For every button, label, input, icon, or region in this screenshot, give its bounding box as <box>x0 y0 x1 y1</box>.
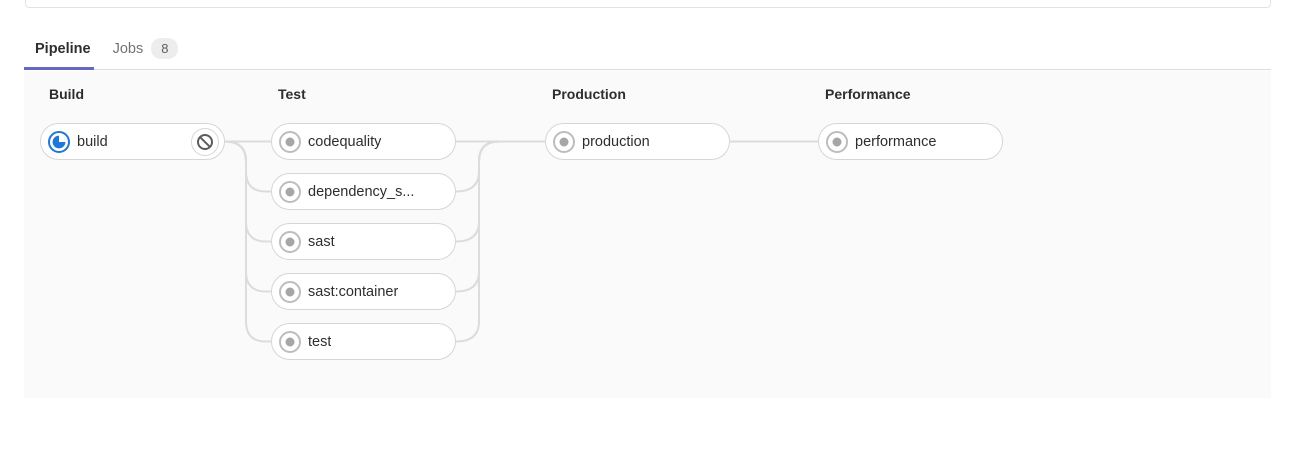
stage-connector-lines <box>224 140 818 343</box>
job-label: build <box>77 133 108 150</box>
job-label: sast:container <box>308 283 399 300</box>
pipeline-info-box-bottom-edge <box>25 0 1271 8</box>
created-icon <box>279 130 301 153</box>
job-label: test <box>308 333 332 350</box>
job-label: sast <box>308 233 335 250</box>
job-label: production <box>582 133 650 150</box>
cancel-icon <box>197 133 213 150</box>
created-icon <box>553 130 575 153</box>
job-build[interactable]: build <box>40 123 225 160</box>
created-icon <box>279 280 301 303</box>
tab-pipeline[interactable]: Pipeline <box>24 28 102 70</box>
job-production[interactable]: production <box>545 123 730 160</box>
tab-jobs[interactable]: Jobs 8 <box>102 28 190 69</box>
job-codequality[interactable]: codequality <box>271 123 456 160</box>
created-icon <box>279 180 301 203</box>
created-icon <box>826 130 848 153</box>
tab-pipeline-label: Pipeline <box>35 40 91 57</box>
job-label: performance <box>855 133 937 150</box>
stage-title-build: Build <box>49 86 84 102</box>
stage-title-performance: Performance <box>825 86 911 102</box>
job-sast-container[interactable]: sast:container <box>271 273 456 310</box>
tab-jobs-label: Jobs <box>112 40 144 57</box>
stage-title-test: Test <box>278 86 306 102</box>
job-dependency-scanning[interactable]: dependency_s... <box>271 173 456 210</box>
jobs-count-badge: 8 <box>151 38 179 59</box>
pipeline-tabs: Pipeline Jobs 8 <box>24 28 1271 70</box>
pipeline-graph: Build Test Production Performance build … <box>24 71 1271 398</box>
job-label: dependency_s... <box>308 183 415 200</box>
job-test[interactable]: test <box>271 323 456 360</box>
cancel-job-button[interactable] <box>191 127 219 156</box>
job-performance[interactable]: performance <box>818 123 1003 160</box>
job-sast[interactable]: sast <box>271 223 456 260</box>
running-icon <box>48 130 70 153</box>
created-icon <box>279 230 301 253</box>
job-label: codequality <box>308 133 382 150</box>
created-icon <box>279 330 301 353</box>
stage-title-production: Production <box>552 86 626 102</box>
